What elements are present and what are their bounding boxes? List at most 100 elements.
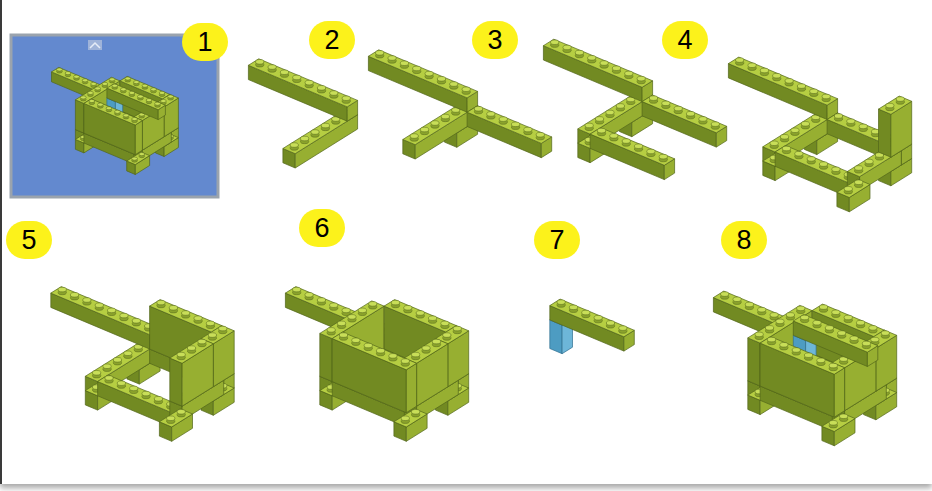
stud-top <box>337 321 345 326</box>
stud-top <box>881 331 889 336</box>
stud-top <box>132 157 138 160</box>
stud-top <box>102 82 108 85</box>
stud-top <box>132 117 138 120</box>
stud-top <box>813 320 821 325</box>
stud-top <box>511 122 519 127</box>
callout-circle: 4 <box>662 21 708 59</box>
stud-top <box>755 332 763 337</box>
stud-top <box>130 386 138 391</box>
stud-top <box>146 99 152 102</box>
stud-top <box>112 84 118 87</box>
stud-top <box>268 65 276 70</box>
lego-brick <box>642 95 727 147</box>
brick-top <box>404 339 448 364</box>
stud-top <box>745 302 753 307</box>
brick-model <box>285 287 468 442</box>
brick-front <box>760 343 834 417</box>
stud-top <box>358 308 366 313</box>
stud-top <box>410 134 418 139</box>
callout-number: 1 <box>182 23 228 61</box>
stud-top <box>441 321 449 326</box>
stud-top <box>785 79 793 84</box>
stud-top <box>453 326 461 331</box>
stud-top <box>855 166 863 171</box>
lego-brick <box>127 152 150 175</box>
lego-brick <box>879 96 912 157</box>
stud-top <box>765 326 773 331</box>
brick-model <box>51 287 234 442</box>
stud-top <box>847 119 855 124</box>
stud-top <box>869 326 877 331</box>
lego-brick <box>394 409 427 442</box>
stud-top <box>563 45 571 50</box>
brick-top <box>51 287 160 335</box>
stud-top <box>711 122 719 127</box>
brick-top <box>384 300 456 333</box>
stud-top <box>859 124 867 129</box>
stud-top <box>91 82 97 85</box>
stud-top <box>634 144 642 149</box>
stud-top <box>625 71 633 76</box>
callout-number: 6 <box>299 209 345 247</box>
callout-number: 4 <box>662 21 708 59</box>
stud-top <box>305 292 313 297</box>
stud-top <box>88 91 94 94</box>
lego-brick <box>84 99 142 155</box>
lego-brick <box>822 413 855 446</box>
brick-top <box>775 146 860 184</box>
stud-top <box>896 97 904 102</box>
stud-top <box>850 336 858 341</box>
stud-top <box>622 139 630 144</box>
brick-top <box>98 375 183 413</box>
thumbnail-panel <box>11 35 218 197</box>
brick-top <box>837 179 870 197</box>
callout-circle: 7 <box>534 221 580 259</box>
stud-top <box>855 180 863 185</box>
stud-top <box>168 95 174 98</box>
lego-brick <box>760 337 845 418</box>
stud-top <box>432 339 440 344</box>
stud-top <box>721 292 729 297</box>
stud-top <box>311 130 319 135</box>
brick-top <box>728 57 837 105</box>
stud-top <box>817 358 825 363</box>
stud-top <box>169 305 177 310</box>
stud-top <box>177 352 185 357</box>
stud-top <box>619 326 627 331</box>
stud-top <box>208 333 216 338</box>
stud-top <box>780 342 788 347</box>
stud-top <box>160 99 166 102</box>
callout-circle: 2 <box>309 21 355 59</box>
stud-top <box>364 343 372 348</box>
stud-top <box>290 143 298 148</box>
stud-top <box>795 151 803 156</box>
stud-top <box>132 318 140 323</box>
stud-top <box>588 56 596 61</box>
stud-top <box>758 307 766 312</box>
stud-top <box>462 87 470 92</box>
stud-top <box>838 331 846 336</box>
brick-model <box>543 39 726 179</box>
stud-top <box>80 96 86 99</box>
callout-number: 5 <box>6 221 52 259</box>
stud-top <box>760 68 768 73</box>
stud-top <box>93 370 101 375</box>
stud-top <box>606 110 614 115</box>
stud-top <box>569 305 577 310</box>
stud-top <box>422 346 430 351</box>
stud-top <box>801 315 809 320</box>
lego-brick <box>332 332 416 413</box>
lego-brick <box>170 339 214 407</box>
brick-front <box>170 358 182 406</box>
stud-top <box>376 51 384 56</box>
brick-front <box>550 320 562 354</box>
stud-top <box>155 102 161 105</box>
brick-top <box>320 301 384 339</box>
stud-top <box>120 313 128 318</box>
callout-circle: 3 <box>472 21 518 59</box>
stud-top <box>551 40 559 45</box>
stud-top <box>612 66 620 71</box>
stud-top <box>219 326 227 331</box>
stud-top <box>400 61 408 66</box>
